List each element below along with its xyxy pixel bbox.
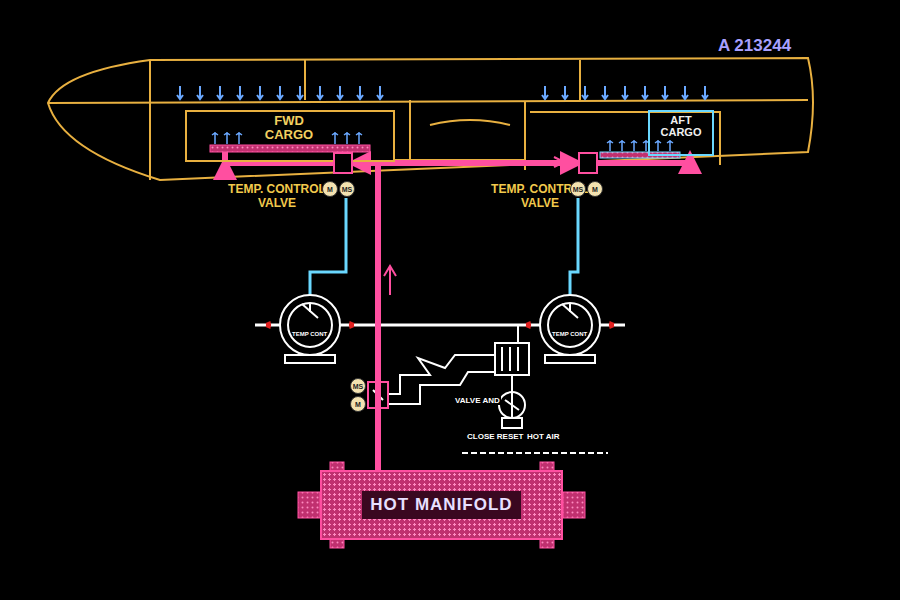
art-path — [526, 322, 532, 328]
art-circle — [280, 295, 340, 355]
switch-mark: MS — [339, 181, 355, 197]
figure-number: A 213244 — [718, 36, 791, 56]
art-path — [212, 132, 218, 144]
compartment-box: FWD CARGO — [185, 110, 395, 162]
art-path — [582, 86, 588, 99]
node-label: AFT CARGO — [652, 114, 710, 138]
art-path — [602, 86, 608, 99]
art-path — [149, 60, 151, 180]
art-path — [224, 132, 230, 144]
art-path — [357, 86, 363, 99]
art-path — [384, 266, 396, 295]
art-path — [562, 86, 568, 99]
art-path — [349, 322, 355, 328]
art-path — [631, 140, 637, 151]
art-path — [562, 303, 578, 318]
art-path — [702, 86, 708, 99]
art-rect — [298, 492, 320, 518]
art-path — [502, 347, 518, 371]
switch-label: HOT AIR — [526, 432, 561, 441]
art-rect — [563, 492, 585, 518]
motor-mark: M — [350, 396, 366, 412]
duct-connector — [225, 162, 333, 163]
art-path — [642, 86, 648, 99]
art-path — [304, 60, 306, 100]
art-path — [317, 86, 323, 99]
art-rect — [210, 145, 370, 152]
art-g — [268, 295, 612, 363]
duct-connector — [353, 163, 378, 470]
art-path — [682, 86, 688, 99]
art-path — [277, 86, 283, 99]
duct-connector — [598, 156, 690, 163]
art-path — [266, 322, 272, 328]
art-circle — [499, 392, 525, 418]
art-path — [511, 375, 513, 392]
compartment-box: AFT CARGO — [648, 110, 714, 156]
art-path — [655, 140, 661, 151]
node-label: FWD CARGO — [257, 114, 321, 142]
art-path — [570, 198, 578, 297]
art-circle — [540, 295, 600, 355]
switch-label: CLOSE RESET — [466, 432, 524, 441]
art-circle — [548, 303, 592, 347]
valve-symbol: TEMP. CONTROL VALVE — [578, 152, 598, 174]
art-path — [462, 452, 608, 454]
art-path — [344, 132, 350, 144]
node-label: HOT MANIFOLD — [362, 491, 520, 519]
art-path — [177, 86, 183, 99]
art-path — [409, 100, 411, 160]
art-path — [197, 86, 203, 99]
art-path — [530, 112, 720, 165]
art-path — [619, 140, 625, 151]
art-path — [217, 86, 223, 99]
node-label: TEMP. CONTROL VALVE — [227, 182, 327, 210]
art-path — [257, 86, 263, 99]
art-g — [177, 86, 708, 99]
art-path — [662, 86, 668, 99]
art-path — [302, 303, 318, 318]
art-path — [622, 86, 628, 99]
art-path — [430, 120, 510, 125]
dial-label: TEMP CONT — [552, 331, 587, 337]
switch-label: VALVE AND — [454, 396, 501, 405]
art-rect — [545, 355, 595, 363]
valve-symbol: TEMP. CONTROL VALVE — [333, 152, 353, 174]
art-path — [48, 100, 808, 103]
art-path — [236, 132, 242, 144]
art-path — [667, 140, 673, 151]
art-path — [310, 198, 346, 297]
dial-label: TEMP CONT — [292, 331, 327, 337]
art-g — [298, 462, 585, 548]
motor-mark: M — [322, 181, 338, 197]
art-path — [377, 86, 383, 99]
art-rect — [285, 355, 335, 363]
art-path — [607, 140, 613, 151]
motor-mark: M — [587, 181, 603, 197]
manifold-box: HOT MANIFOLD — [320, 470, 563, 540]
art-g — [367, 343, 608, 453]
art-path — [542, 86, 548, 99]
switch-mark: MS — [570, 181, 586, 197]
art-rect — [495, 343, 529, 375]
art-path — [297, 86, 303, 99]
art-path — [579, 60, 581, 100]
art-path — [237, 86, 243, 99]
art-path — [505, 392, 519, 418]
art-path — [332, 132, 338, 144]
art-path — [337, 86, 343, 99]
art-circle — [288, 303, 332, 347]
switch-mark: MS — [350, 378, 366, 394]
art-path — [609, 322, 615, 328]
art-path — [502, 418, 522, 428]
art-path — [356, 132, 362, 144]
